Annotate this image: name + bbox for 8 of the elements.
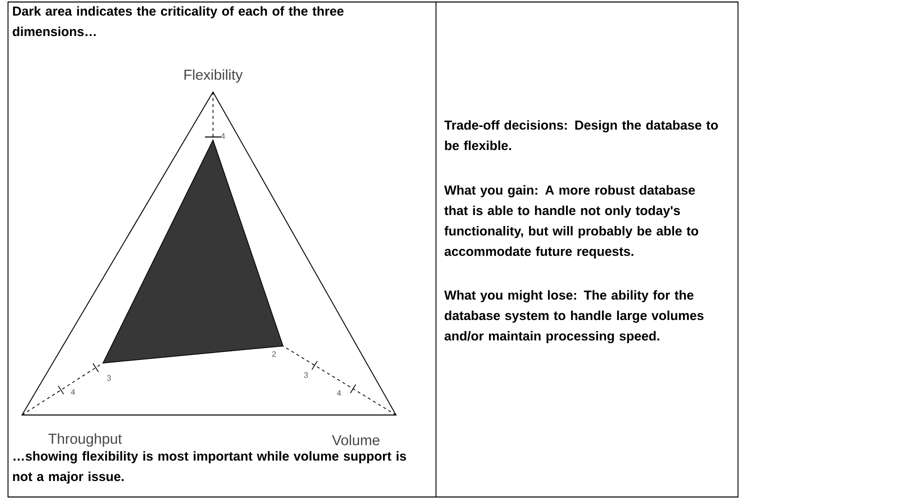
paragraph: What you gain: A more robust database that is able to handle not only today's functionality, but will probably be able to accommodate future requests.	[444, 185, 698, 259]
paragraph: Trade-off decisions: Design the database to be flexible.	[444, 120, 718, 150]
paragraph: What you might lose: The ability for the database system to handle large volumes and/or maintain processing speed.	[444, 290, 704, 344]
paragraph: Dark area indicates the criticality of each of the three dimensions…	[12, 6, 344, 36]
paragraph: …showing flexibility is most important while volume support is not a major issue.	[13, 451, 406, 484]
axis-label: Throughput	[48, 433, 122, 447]
axis-label: Volume	[332, 434, 380, 446]
axis-label: Flexibility	[184, 69, 243, 83]
